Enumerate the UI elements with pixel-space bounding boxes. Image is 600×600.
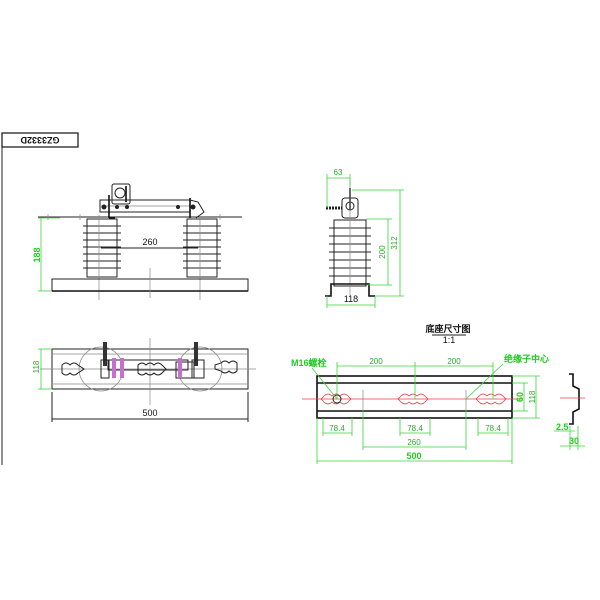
front-height-dim: 188 [32,247,42,262]
profile-width-dim: 30 [569,436,579,446]
spacing-dim-2: 200 [447,357,461,366]
drawing-id-label: GZ3332D [20,135,60,145]
spacing-dim-1: 200 [369,357,383,366]
top-width-dim: 118 [32,360,41,373]
side-insulator-height-dim: 200 [378,245,387,259]
left-insulator [83,215,121,300]
insulator-center-label: 绝缘子中心 [504,353,549,364]
total-length-dim: 500 [406,451,421,461]
top-view: 118 500 [32,338,256,422]
insulator-spacing-dim: 260 [142,237,157,247]
side-terminal-offset-dim: 63 [334,168,343,177]
outer-width-dim: 118 [528,390,537,403]
profile-thickness-dim: 2.5 [556,422,569,432]
base-detail-scale: 1:1 [443,335,456,345]
inner-width-dim: 60 [515,392,525,402]
right-insulator [183,215,221,300]
slot-length-dim-3: 78.4 [485,424,501,433]
side-view: 63 200 312 118 [325,168,404,308]
inner-span-dim: 260 [407,438,421,447]
front-view: 260 188 [32,183,249,300]
side-total-height-dim: 312 [390,236,399,250]
side-base-width-dim: 118 [344,294,358,304]
base-detail: 底座尺寸图 1:1 M16螺栓 绝缘子中心 200 200 78.4 [291,323,585,464]
bolt-label: M16螺栓 [291,357,327,368]
base-detail-title: 底座尺寸图 [425,323,470,334]
top-length-dim: 500 [142,408,157,418]
drawing-frame: GZ3332D [1,132,79,465]
slot-length-dim-2: 78.4 [407,424,423,433]
slot-length-dim-1: 78.4 [329,424,345,433]
